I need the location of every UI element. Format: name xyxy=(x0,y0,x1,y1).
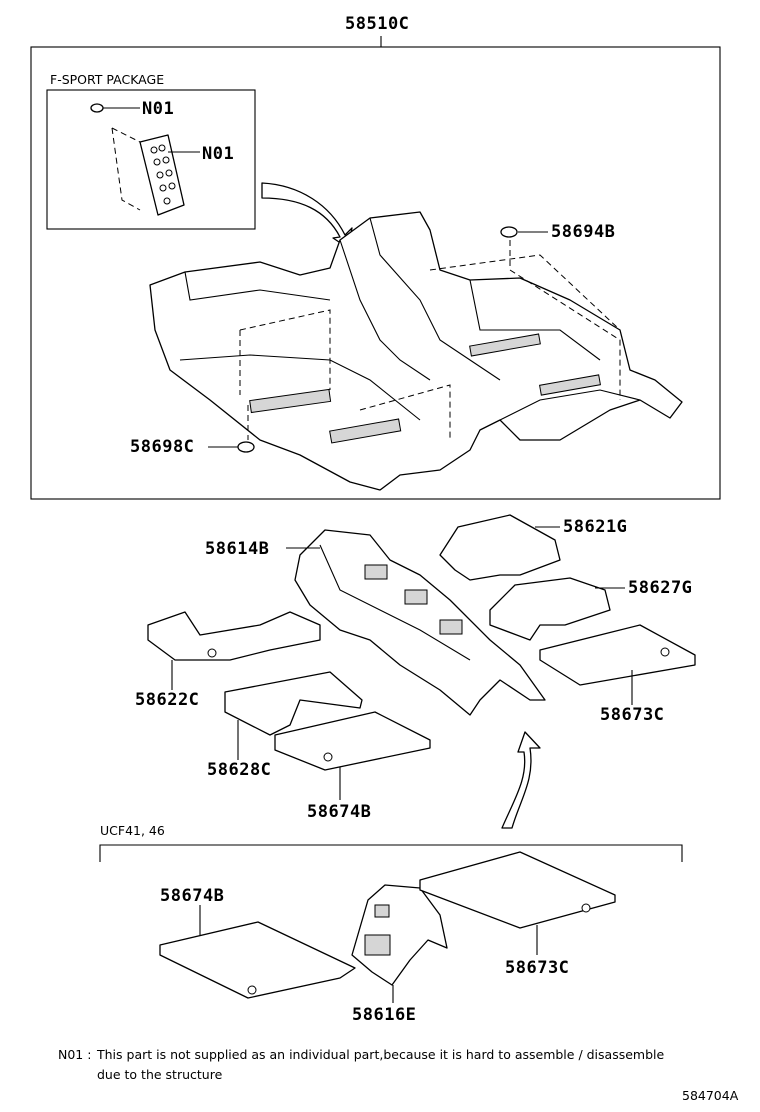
variant-bracket xyxy=(99,844,683,862)
n01-clip-icon xyxy=(90,103,140,113)
main-assembly-label: 58510C xyxy=(345,14,410,34)
part-58621g xyxy=(439,514,561,581)
variant-58673c xyxy=(419,851,616,929)
variant-title: UCF41, 46 xyxy=(100,823,165,838)
part-58674b-label: 58674B xyxy=(307,802,372,822)
part-58622c-label: 58622C xyxy=(135,690,200,710)
clip-58698c-icon xyxy=(208,441,255,453)
variant-58616e-label: 58616E xyxy=(352,1005,417,1025)
footnote-line2: due to the structure xyxy=(97,1067,223,1082)
n01-clip-label: N01 xyxy=(142,99,175,119)
clip-58694b-icon xyxy=(500,226,548,238)
part-58627g xyxy=(489,577,611,641)
part-58674b xyxy=(274,711,431,771)
floor-carpet-assembly xyxy=(149,211,683,491)
upward-arrow-icon xyxy=(501,731,541,829)
clip-58694b-label: 58694B xyxy=(551,222,616,242)
fsport-package-box xyxy=(46,89,256,230)
fsport-package-title: F-SPORT PACKAGE xyxy=(50,72,165,87)
main-assembly-frame xyxy=(30,46,721,500)
part-58614b xyxy=(294,529,546,716)
part-58673c-label: 58673C xyxy=(600,705,665,725)
footnote-code: N01 : xyxy=(58,1047,92,1062)
part-58622c xyxy=(147,611,321,661)
part-58628c xyxy=(224,671,363,736)
footnote-line1: This part is not supplied as an individu… xyxy=(97,1047,665,1062)
part-58673c xyxy=(539,624,696,686)
clip-58698c-label: 58698C xyxy=(130,437,195,457)
curved-arrow-icon xyxy=(261,182,353,249)
variant-58673c-label: 58673C xyxy=(505,958,570,978)
variant-58674b xyxy=(159,921,356,999)
n01-pad-label: N01 xyxy=(202,144,235,164)
n01-pad-icon xyxy=(111,127,200,216)
variant-58674b-label: 58674B xyxy=(160,886,225,906)
part-58627g-label: 58627G xyxy=(628,578,693,598)
part-58614b-label: 58614B xyxy=(205,539,270,559)
diagram-id: 584704A xyxy=(682,1088,739,1103)
part-58628c-label: 58628C xyxy=(207,760,272,780)
part-58621g-label: 58621G xyxy=(563,517,628,537)
